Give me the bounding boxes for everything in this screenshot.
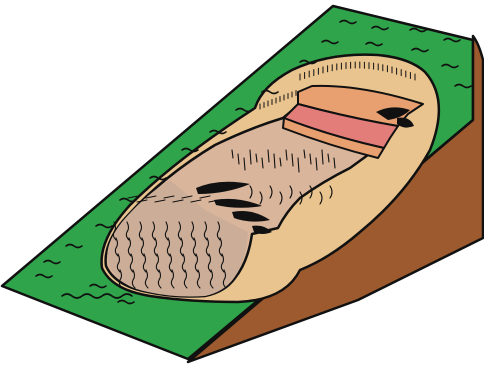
landslide-diagram xyxy=(0,0,484,367)
landslide-figure xyxy=(0,0,484,367)
